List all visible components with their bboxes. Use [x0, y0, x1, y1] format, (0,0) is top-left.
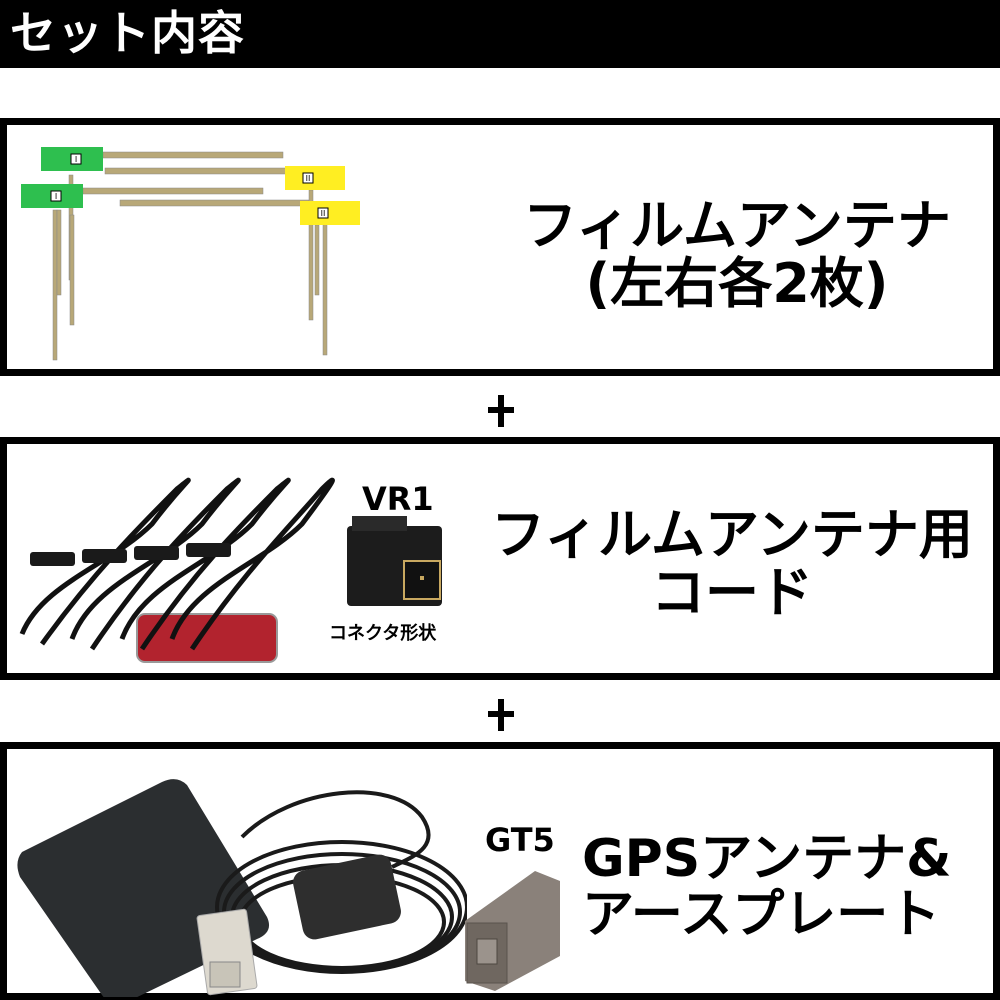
antenna-cord-title: フィルムアンテナ用 コード	[462, 503, 1000, 625]
svg-text:I: I	[55, 192, 57, 201]
gps-antenna-title: GPSアンテナ& アースプレート	[582, 831, 1000, 943]
item-antenna-cord: VR1 コネクタ形状 フィルムアンテナ用 コード	[0, 437, 1000, 680]
film-antenna-image: I I II II	[21, 147, 360, 361]
plus-icon	[470, 389, 530, 429]
vr1-connector-label: VR1	[362, 480, 434, 518]
vr1-connector-image	[347, 516, 442, 606]
header-bar: セット内容	[0, 0, 1000, 68]
plus-icon	[470, 693, 530, 733]
gt5-connector-image	[465, 871, 560, 991]
gps-antenna-title-line2: アースプレート	[582, 885, 941, 946]
film-antenna-title: フィルムアンテナ (左右各2枚)	[477, 194, 997, 316]
svg-text:I: I	[75, 155, 77, 164]
connector-shape-caption: コネクタ形状	[329, 623, 437, 644]
svg-text:II: II	[321, 209, 326, 218]
gt5-connector-label: GT5	[485, 821, 555, 859]
gps-antenna-title-line1: GPSアンテナ&	[582, 829, 952, 889]
svg-text:II: II	[306, 174, 311, 183]
film-antenna-title-line2: (左右各2枚)	[585, 252, 889, 316]
antenna-cables-image	[19, 477, 335, 663]
antenna-cord-title-line1: フィルムアンテナ用	[491, 503, 973, 566]
item-film-antenna: I I II II フィルムアンテナ (左右各2枚)	[0, 118, 1000, 376]
antenna-cord-title-line2: コード	[651, 561, 813, 625]
item-gps-antenna: GT5 GPSアンテナ& アースプレート	[0, 742, 1000, 1000]
header-title: セット内容	[10, 6, 245, 60]
film-antenna-title-line1: フィルムアンテナ	[523, 194, 951, 257]
gps-antenna-image	[17, 779, 467, 997]
